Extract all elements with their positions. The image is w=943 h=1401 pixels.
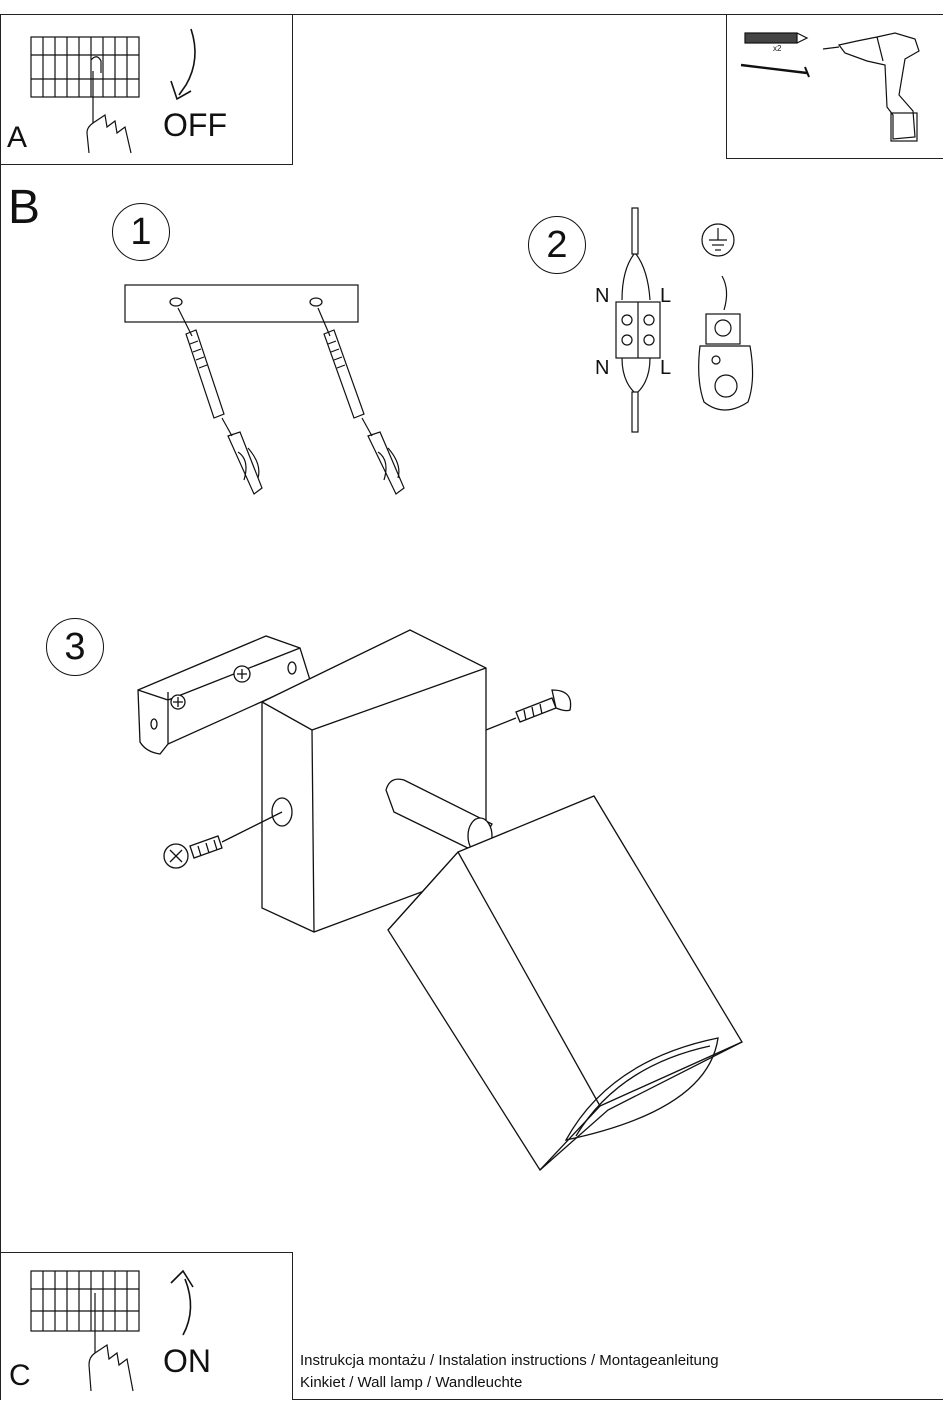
- wire-live-bottom: L: [660, 357, 672, 379]
- panel-c-action: ON: [163, 1343, 211, 1379]
- mounting-bracket: [137, 635, 311, 755]
- step-2-badge: 2: [528, 216, 586, 274]
- panel-c: C ON: [0, 1252, 293, 1400]
- footer: Instrukcja montażu / Instalation instruc…: [300, 1350, 719, 1394]
- front-screw: [163, 811, 283, 869]
- breaker-on-icon: [30, 1269, 194, 1392]
- panel-a-letter: A: [7, 121, 28, 154]
- step-3-badge: 3: [46, 618, 104, 676]
- footer-line-2: Kinkiet / Wall lamp / Wandleuchte: [300, 1374, 523, 1391]
- wall-plug-icon: [744, 32, 809, 44]
- panel-a: A OFF: [0, 14, 293, 165]
- plug-count-label: x2: [773, 44, 782, 53]
- wire-neutral-top: N: [595, 285, 610, 307]
- wire-neutral-bottom: N: [595, 357, 610, 379]
- tools-drawing: [740, 32, 920, 142]
- step-1-number: 1: [130, 211, 152, 253]
- step-1-badge: 1: [112, 203, 170, 261]
- panel-c-letter: C: [9, 1359, 31, 1392]
- step-3-number: 3: [64, 626, 86, 668]
- breaker-off-icon: [30, 28, 196, 154]
- tools-panel: x2: [726, 14, 943, 159]
- panel-a-action: OFF: [163, 107, 227, 143]
- screw-icon: [740, 63, 810, 78]
- section-b-letter: B: [8, 181, 41, 234]
- step-2-number: 2: [546, 224, 568, 266]
- footer-line-1: Instrukcja montażu / Instalation instruc…: [300, 1352, 719, 1369]
- side-screw: [485, 689, 572, 731]
- wire-live-top: L: [660, 285, 672, 307]
- drill-icon: [822, 32, 920, 142]
